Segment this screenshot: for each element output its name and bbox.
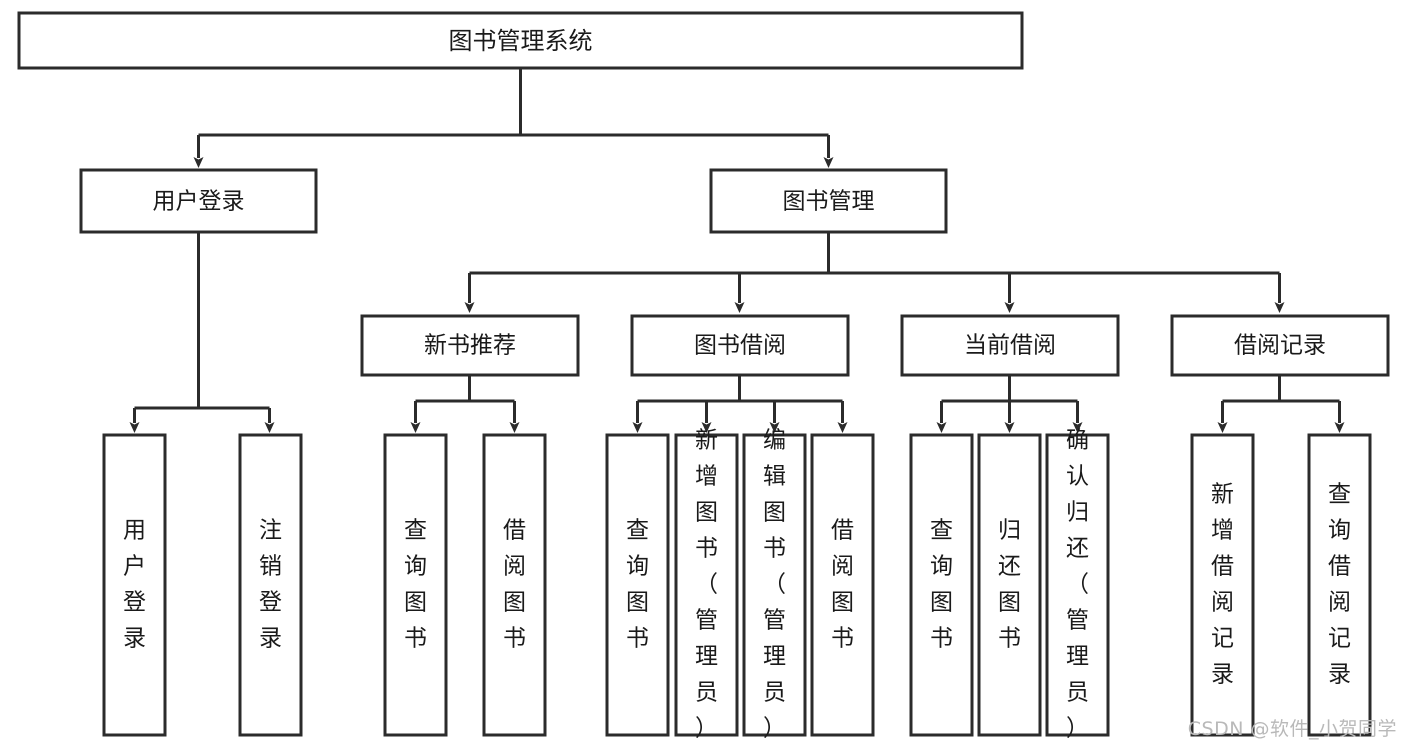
connector-current-borrow-to-leaves: [936, 375, 1083, 433]
leaf-node[interactable]: 编辑图书（管理员）: [742, 428, 807, 742]
leaf-node-label: 查询图书: [404, 518, 427, 652]
node-borrow-record[interactable]: 借阅记录: [1170, 314, 1390, 377]
leaf-node-label: 查询图书: [930, 518, 953, 652]
leaf-node[interactable]: 借阅图书: [482, 433, 547, 737]
connector-root-to-level2: [193, 68, 834, 168]
leaf-node-label: 查询图书: [626, 518, 649, 652]
node-user-login[interactable]: 用户登录: [79, 168, 318, 234]
leaf-node[interactable]: 借阅图书: [810, 433, 875, 737]
node-book-manage-label: 图书管理: [783, 189, 875, 215]
node-borrow-record-label: 借阅记录: [1234, 333, 1326, 359]
leaf-node-label: 新增借阅记录: [1211, 482, 1234, 688]
leaf-node-label: 用户登录: [123, 518, 146, 652]
leaf-node[interactable]: 查询图书: [383, 433, 448, 737]
leaf-node-label: 借阅图书: [503, 518, 526, 652]
leaf-node[interactable]: 注销登录: [238, 433, 303, 737]
connector-new-book-rec-to-leaves: [410, 375, 520, 433]
leaf-node[interactable]: 新增图书（管理员）: [674, 428, 739, 742]
node-book-manage[interactable]: 图书管理: [709, 168, 948, 234]
leaf-node[interactable]: 归还图书: [977, 433, 1042, 737]
leaf-node[interactable]: 查询图书: [605, 433, 670, 737]
leaf-node[interactable]: 查询图书: [909, 433, 974, 737]
leaf-node-label: 归还图书: [998, 518, 1021, 652]
node-current-borrow-label: 当前借阅: [964, 333, 1056, 359]
leaf-node[interactable]: 查询借阅记录: [1307, 433, 1372, 737]
leaf-node-label: 新增图书（管理员）: [695, 428, 718, 742]
leaf-node[interactable]: 新增借阅记录: [1190, 433, 1255, 737]
leaf-node-label: 编辑图书（管理员）: [763, 428, 786, 742]
node-book-borrow-label: 图书借阅: [694, 333, 786, 359]
node-root[interactable]: 图书管理系统: [17, 11, 1024, 70]
node-book-borrow[interactable]: 图书借阅: [630, 314, 850, 377]
leaf-node-label: 借阅图书: [831, 518, 854, 652]
csdn-watermark: CSDN @软件_小贺同学: [1187, 718, 1397, 740]
node-root-label: 图书管理系统: [449, 27, 593, 55]
node-new-book-rec[interactable]: 新书推荐: [360, 314, 580, 377]
connector-book-borrow-to-leaves: [632, 375, 848, 433]
node-user-login-label: 用户登录: [153, 189, 245, 215]
connector-book-manage-to-level3: [464, 232, 1285, 313]
node-current-borrow[interactable]: 当前借阅: [900, 314, 1120, 377]
node-new-book-rec-label: 新书推荐: [424, 333, 516, 359]
leaf-node-label: 确认归还（管理员）: [1066, 428, 1089, 742]
leaf-node-label: 注销登录: [259, 518, 282, 652]
connector-user-login-to-leaves: [129, 232, 275, 433]
leaf-node[interactable]: 确认归还（管理员）: [1045, 428, 1110, 742]
connector-borrow-record-to-leaves: [1217, 375, 1345, 433]
leaf-node[interactable]: 用户登录: [102, 433, 167, 737]
leaf-node-label: 查询借阅记录: [1328, 482, 1351, 688]
